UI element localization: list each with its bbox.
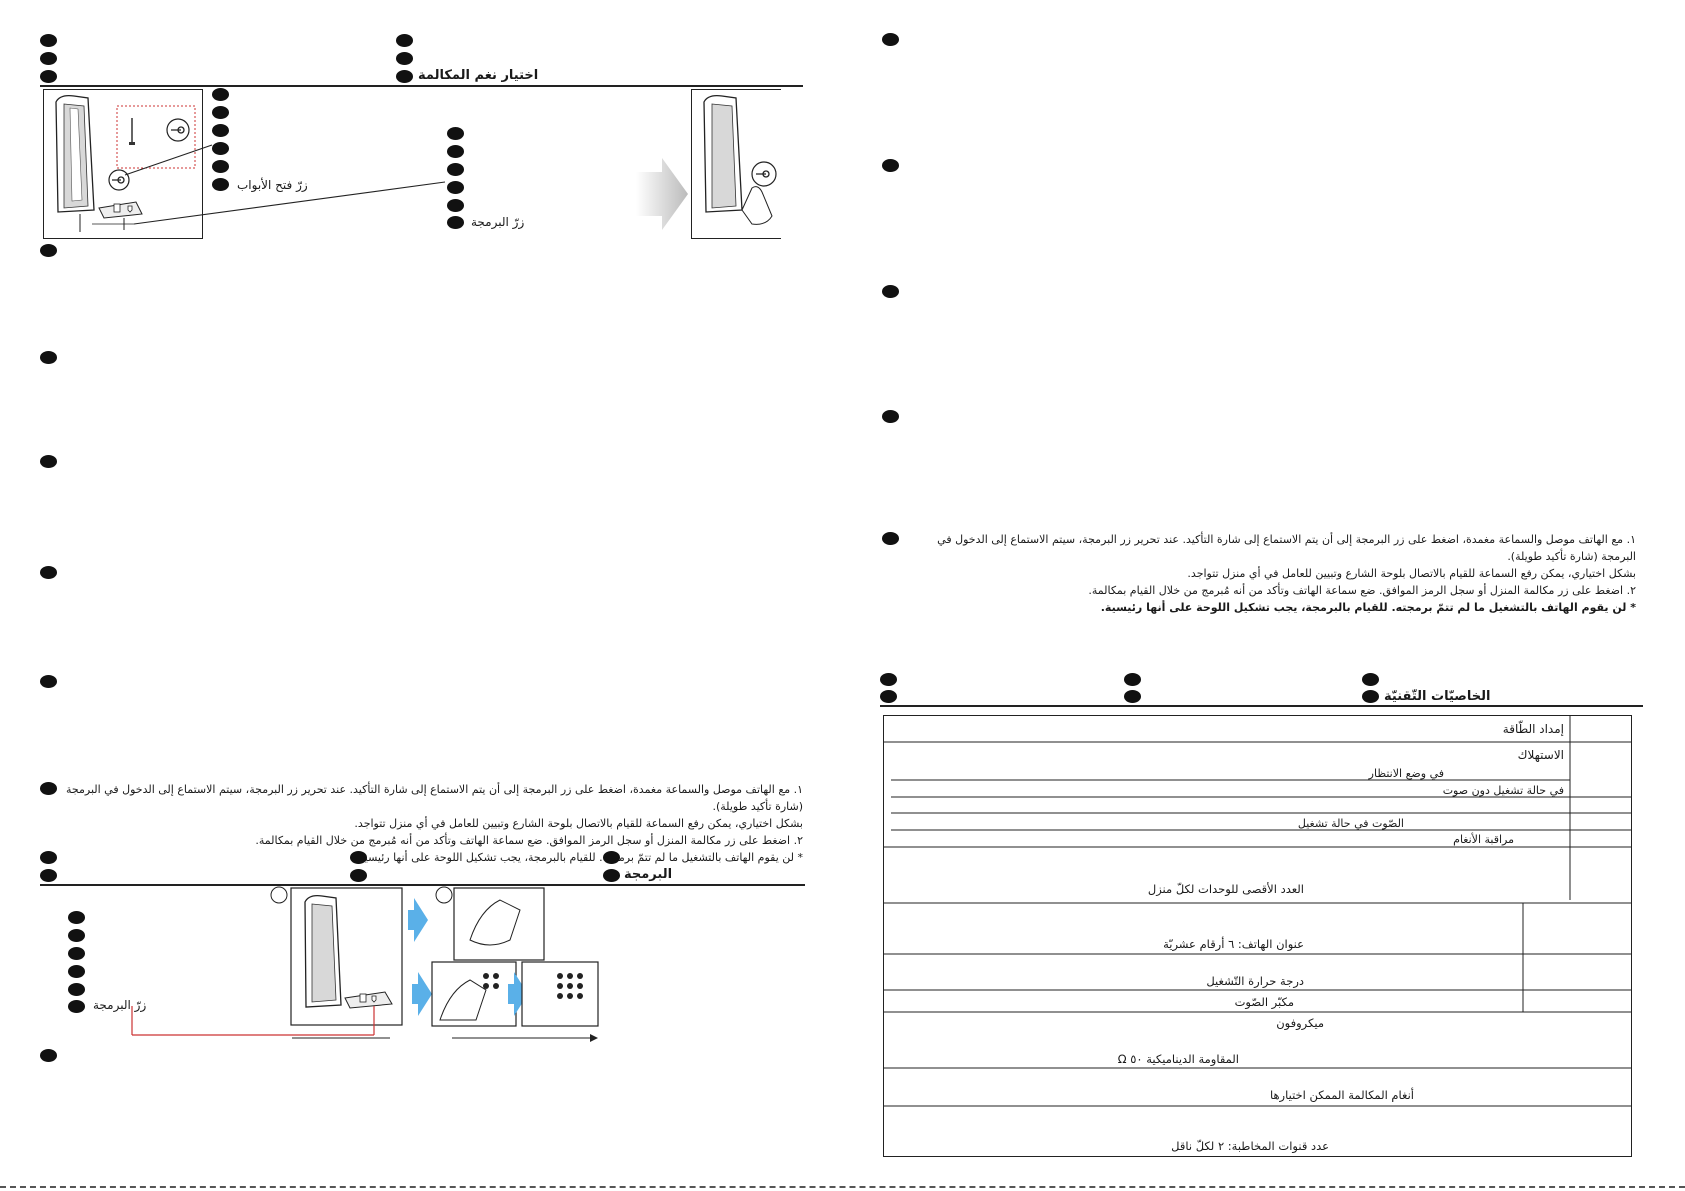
bullet — [350, 851, 367, 864]
bullet — [40, 244, 57, 257]
instruction-step-2: ٢. اضغط على زر مكالمة المنزل أو سجل الرم… — [255, 834, 803, 847]
phone-diagram — [43, 89, 203, 239]
bullet — [1362, 690, 1379, 703]
bullet — [40, 782, 57, 795]
spec-max-units: العدد الأقصى للوحدات لكلّ منزل — [1147, 882, 1304, 896]
bullet — [880, 690, 897, 703]
spec-temperature: درجة حرارة التّشغيل — [1206, 974, 1304, 988]
spec-microphone: ميكروفون — [1276, 1016, 1324, 1030]
divider — [40, 884, 805, 886]
specs-heading: الخاصيّات التّقنيّة — [1384, 689, 1491, 704]
bullet — [882, 532, 899, 545]
tone-heading: اختيار نغم المكالمة — [418, 68, 539, 83]
spec-speaker: مكبّر الصّوت — [1234, 995, 1294, 1009]
bullet — [40, 52, 57, 65]
programming-heading: البرمجة — [624, 867, 673, 882]
bullet — [603, 851, 620, 864]
instruction-warning: * لن يقوم الهاتف بالتشغيل ما لم تتمّ برم… — [1100, 601, 1636, 614]
callout-lines — [124, 144, 446, 225]
bullet — [447, 216, 464, 229]
spec-channels: عدد قنوات المخاطبة: ٢ لكلّ ناقل — [1171, 1139, 1329, 1153]
bullet — [40, 1049, 57, 1062]
instruction-step-2: ٢. اضغط على زر مكالمة المنزل أو سجل الرم… — [1088, 584, 1636, 597]
bullet — [212, 106, 229, 119]
bullet — [40, 455, 57, 468]
spec-power-supply: إمداد الطّاقة — [1502, 722, 1564, 736]
bullet — [68, 929, 85, 942]
bullet — [882, 410, 899, 423]
bullet — [68, 911, 85, 924]
instructions-right: ١. مع الهاتف موصل والسماعة مغمدة، اضغط ع… — [908, 531, 1636, 616]
spec-tones: أنغام المكالمة الممكن اختيارها — [1269, 1088, 1414, 1102]
bullet — [212, 142, 229, 155]
bullet — [40, 675, 57, 688]
bullet — [1124, 690, 1141, 703]
bullet — [882, 159, 899, 172]
bullet — [212, 88, 229, 101]
bullet — [1362, 673, 1379, 686]
bullet — [882, 285, 899, 298]
spec-standby: في وضع الانتظار — [1368, 767, 1444, 780]
bullet — [40, 566, 57, 579]
spec-impedance: المقاومة الديناميكية ٥٠ Ω — [1117, 1052, 1239, 1066]
finger-press-door-button-illustration — [703, 94, 777, 225]
programming-button-label: زرّ البرمجة — [93, 998, 147, 1012]
page-cut-line — [0, 1186, 1685, 1188]
instruction-step-1: ١. مع الهاتف موصل والسماعة مغمدة، اضغط ع… — [937, 533, 1636, 563]
programming-diagram — [131, 886, 599, 1042]
intercom-phone-illustration — [55, 94, 196, 232]
bullet — [880, 673, 897, 686]
phone-press-diagram — [691, 89, 781, 239]
bullet — [68, 947, 85, 960]
instructions-left: ١. مع الهاتف موصل والسماعة مغمدة، اضغط ع… — [65, 781, 803, 866]
arrow-right-icon — [636, 158, 688, 230]
bullet — [68, 983, 85, 996]
instruction-step-1: ١. مع الهاتف موصل والسماعة مغمدة، اضغط ع… — [66, 783, 803, 813]
door-button-label: زرّ فتح الأبواب — [237, 178, 308, 192]
bullet — [396, 70, 413, 83]
specs-table: إمداد الطّاقة الاستهلاك في وضع الانتظار … — [883, 715, 1632, 1157]
bullet — [603, 869, 620, 882]
specs-table-grid — [883, 715, 1632, 1107]
bullet — [40, 34, 57, 47]
bullet — [447, 199, 464, 212]
bullet — [40, 70, 57, 83]
bullet — [447, 145, 464, 158]
divider — [40, 85, 803, 87]
bullet — [447, 127, 464, 140]
bullet — [447, 181, 464, 194]
bullet — [212, 124, 229, 137]
spec-address: عنوان الهاتف: ٦ أرقام عشريّة — [1163, 937, 1304, 951]
spec-sound-on: الصّوت في حالة تشغيل — [1297, 817, 1404, 830]
bullet — [396, 52, 413, 65]
spec-silent-on: في حالة تشغيل دون صوت — [1442, 784, 1564, 797]
bullet — [1124, 673, 1141, 686]
bullet — [40, 851, 57, 864]
instruction-note: بشكل اختياري، يمكن رفع السماعة للقيام با… — [1187, 567, 1636, 580]
bullet — [68, 1000, 85, 1013]
bullet — [212, 178, 229, 191]
bullet — [350, 869, 367, 882]
instruction-note: بشكل اختياري، يمكن رفع السماعة للقيام با… — [354, 817, 803, 830]
bullet — [396, 34, 413, 47]
spec-consumption: الاستهلاك — [1517, 748, 1564, 762]
bullet — [447, 163, 464, 176]
bullet — [212, 160, 229, 173]
bullet — [40, 351, 57, 364]
program-button-label: زرّ البرمجة — [471, 215, 525, 229]
bullet — [882, 33, 899, 46]
spec-tone-monitor: مراقبة الأنغام — [1453, 833, 1514, 846]
bullet — [68, 965, 85, 978]
divider — [880, 705, 1643, 707]
bullet — [40, 869, 57, 882]
instruction-warning: * لن يقوم الهاتف بالتشغيل ما لم تتمّ برم… — [355, 851, 803, 864]
